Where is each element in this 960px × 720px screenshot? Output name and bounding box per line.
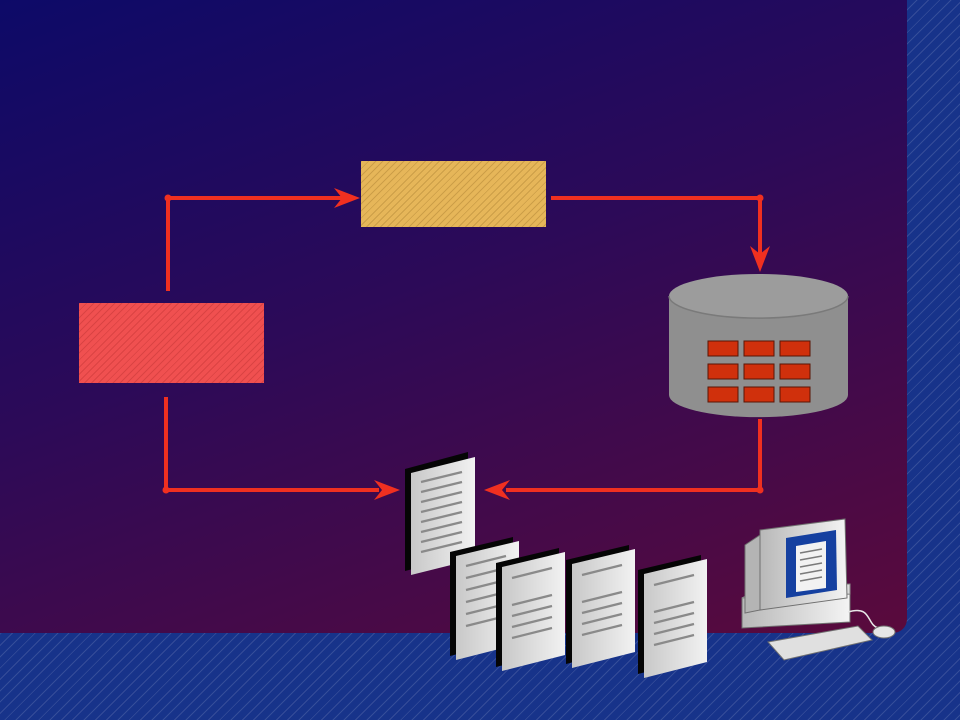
- screen-document: [796, 541, 826, 592]
- top-process-box: [361, 161, 546, 227]
- document-stack-icon: [405, 452, 707, 678]
- arrow-top-to-database: [551, 196, 762, 255]
- arrowhead-left-reports: [484, 480, 510, 500]
- arrowhead-down-database: [750, 246, 770, 272]
- arrowhead-right-reports: [374, 480, 400, 500]
- arrow-database-to-reports: [506, 419, 762, 492]
- arrow-heads: [334, 188, 770, 500]
- desktop-computer-icon: [741, 518, 896, 661]
- document-page-1: [405, 452, 475, 575]
- left-process-box: [79, 303, 264, 383]
- mouse-cable: [847, 609, 879, 629]
- computer-monitor-side: [744, 534, 761, 614]
- mouse: [872, 625, 896, 639]
- document-page-3: [496, 548, 565, 671]
- document-page-5: [638, 555, 707, 678]
- keyboard: [767, 625, 873, 661]
- arrow-left-to-top: [166, 196, 342, 291]
- database-icon: [668, 274, 849, 418]
- connector-dots: [162, 194, 764, 494]
- arrowhead-right-top: [334, 188, 360, 208]
- document-page-4: [566, 545, 635, 668]
- arrow-left-to-reports: [164, 397, 379, 492]
- database-grid: [707, 340, 811, 403]
